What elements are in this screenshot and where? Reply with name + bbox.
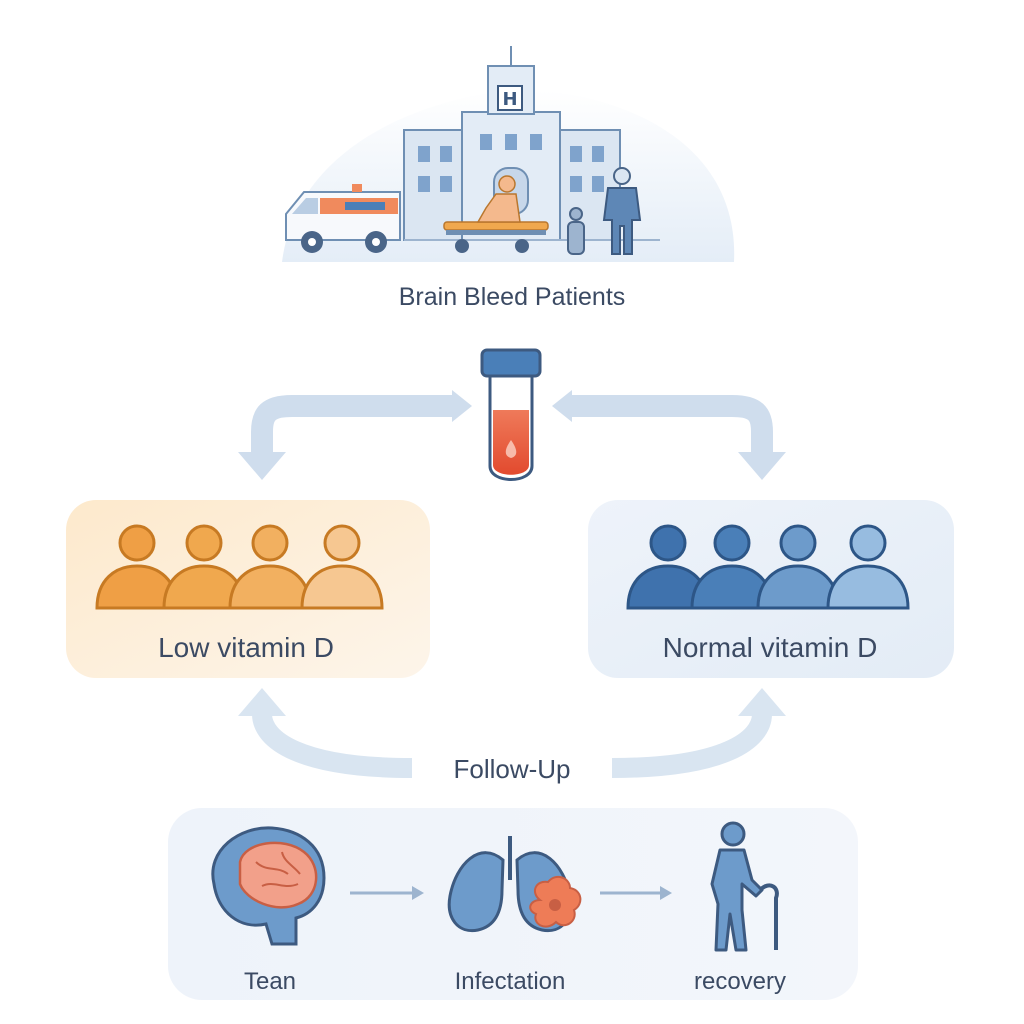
ambulance-icon	[285, 184, 401, 253]
walking-person-icon	[710, 821, 779, 952]
hospital-windows	[418, 134, 604, 192]
outcomes-panel	[168, 808, 858, 1000]
doctor-icon	[602, 167, 642, 255]
stage-arrow	[600, 886, 672, 900]
followup-label: Follow-Up	[453, 754, 571, 784]
arrow-to-tube-right-head	[552, 390, 572, 422]
hospital-title: Brain Bleed Patients	[398, 283, 626, 311]
low-vitamin-d-label: Low vitamin D	[158, 632, 334, 663]
arrow-to-low-head-down	[238, 452, 286, 480]
stage-label-infection: Infectation	[454, 968, 566, 995]
oxygen-tank-icon	[567, 207, 585, 255]
arrow-to-normal-group	[572, 395, 773, 452]
brain-icon	[211, 826, 326, 946]
person-icon	[162, 524, 246, 610]
hospital-right-wing	[555, 129, 621, 241]
normal-vitamin-d-people-icon	[626, 524, 910, 610]
person-icon	[826, 524, 910, 610]
followup-arrow	[252, 713, 772, 778]
arrow-to-normal-head-down	[738, 452, 786, 480]
stage-arrow	[350, 886, 424, 900]
hospital-h-letter: H	[502, 89, 517, 110]
stage-label-recovery: recovery	[693, 968, 787, 995]
blood-tube-icon	[480, 348, 542, 481]
stage-label-brain: Tean	[243, 968, 297, 995]
person-icon	[95, 524, 179, 610]
person-icon	[300, 524, 384, 610]
hospital-h-sign	[497, 85, 523, 111]
stretcher-patient-icon	[443, 175, 549, 253]
followup-arrow-head-left	[238, 688, 286, 716]
hospital-scene: H	[282, 46, 735, 262]
low-vitamin-d-people-icon	[95, 524, 384, 610]
lungs-icon	[447, 836, 582, 933]
followup-arrow-head-right	[738, 688, 786, 716]
person-icon	[228, 524, 312, 610]
arrow-to-tube-left-head	[452, 390, 472, 422]
person-icon	[690, 524, 774, 610]
arrow-to-low-group	[251, 395, 452, 452]
normal-vitamin-d-label: Normal vitamin D	[662, 632, 878, 663]
